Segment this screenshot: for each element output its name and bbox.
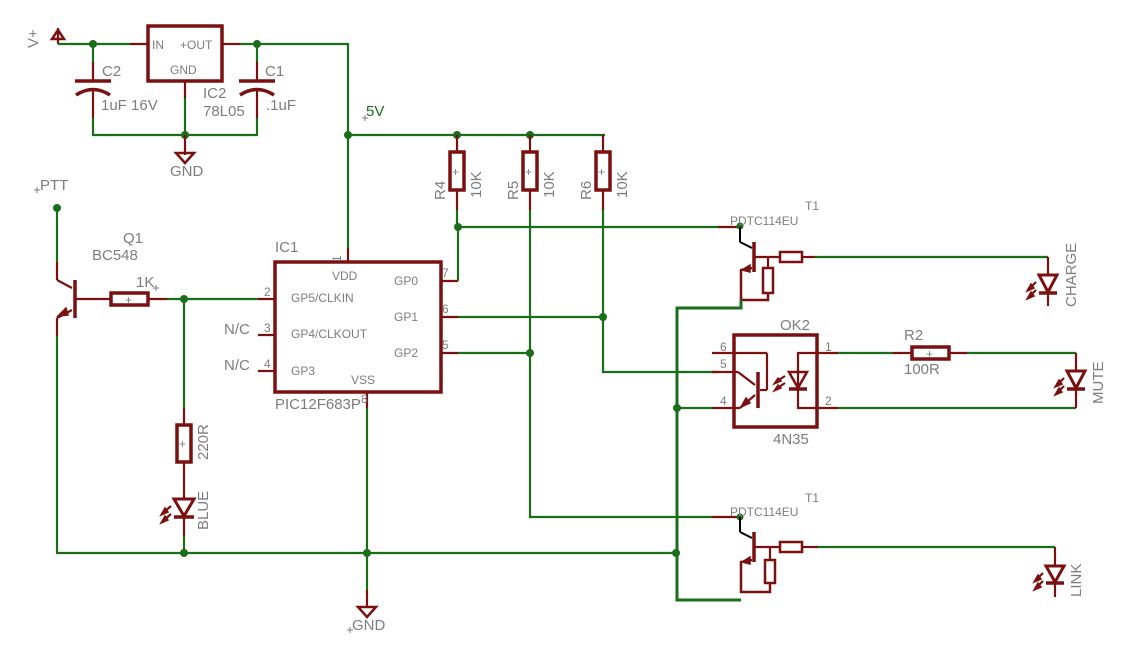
vplus-label: V+ — [25, 29, 42, 48]
ok2-name: OK2 — [780, 317, 810, 334]
ok2-value: 4N35 — [773, 431, 809, 448]
transistor-t1-charge: T1 PDTC114EU — [718, 199, 819, 302]
vplus-supply-symbol: V+ — [25, 27, 67, 48]
r-blue-value: 220R — [195, 424, 212, 460]
nc-label-pin3: N/C — [224, 321, 250, 338]
wire-5v-out — [240, 42, 350, 135]
svg-text:+: + — [179, 437, 186, 451]
ic1-pin6-label: GP1 — [394, 310, 418, 324]
r4-name: R4 — [432, 181, 449, 200]
led-blue: BLUE — [159, 491, 212, 536]
t1-top-value: PDTC114EU — [730, 214, 798, 228]
ic1-pin3-num: 3 — [264, 321, 271, 335]
ic1-pin-vss-num: 8 — [361, 392, 368, 406]
ok2-pin6: 6 — [720, 340, 727, 354]
ic1-vss: VSS — [351, 373, 375, 387]
r6-name: R6 — [578, 181, 595, 200]
ic1-name: IC1 — [275, 239, 298, 256]
ok2-pin2: 2 — [825, 394, 832, 408]
svg-text:+: + — [598, 165, 605, 179]
ok2-pin4: 4 — [720, 394, 727, 408]
reg-pin-gnd: GND — [170, 63, 197, 77]
svg-text:+: + — [125, 293, 132, 307]
r6-value: 10K — [614, 171, 631, 198]
gnd-symbol-top: GND — [170, 135, 204, 180]
t1-bottom-name: T1 — [805, 491, 819, 505]
ic1-pin-vdd-num: 1 — [330, 255, 344, 262]
c1-value: .1uF — [266, 97, 296, 114]
wire-emitter-gnd — [675, 300, 743, 602]
led-charge-label: CHARGE — [1063, 243, 1080, 307]
5v-label: 5V — [366, 103, 384, 120]
transistor-q1: Q1 BC548 — [55, 230, 143, 336]
r5-name: R5 — [505, 181, 522, 200]
q1-value: BC548 — [92, 247, 138, 264]
gnd-top-label: GND — [170, 163, 204, 180]
resistor-r5: + R5 10K — [505, 135, 558, 210]
ic1-part: PIC12F683P — [275, 396, 361, 413]
regulator-ic2: IN +OUT GND IC2 78L05 — [146, 24, 245, 120]
gnd-bottom-label: GND — [352, 617, 386, 634]
led-link: LINK — [1032, 547, 1085, 597]
ptt-label: PTT — [40, 177, 68, 194]
ic1-pin5-label: GP2 — [394, 346, 418, 360]
svg-text:+: + — [926, 347, 933, 361]
capacitor-c1: C1 .1uF — [239, 44, 296, 118]
reg-value: 78L05 — [203, 103, 245, 120]
gnd-symbol-bottom: GND — [347, 590, 386, 634]
ic1-pin3-label: GP4/CLKOUT — [291, 327, 368, 341]
transistor-t1-link: T1 PDTC114EU — [712, 491, 819, 594]
ic1-pic12f683: IC1 PIC12F683P VDD VSS 1 8 GP5/CLKIN GP4… — [258, 239, 458, 413]
r2-value: 100R — [904, 361, 940, 378]
q1-name: Q1 — [123, 230, 143, 247]
r4-value: 10K — [468, 171, 485, 198]
led-link-label: LINK — [1068, 564, 1085, 597]
ok2-pin5: 5 — [720, 357, 727, 371]
led-charge: CHARGE — [1025, 243, 1080, 307]
led-mute: MUTE — [1053, 353, 1107, 408]
r-base-value: 1K — [136, 274, 154, 291]
c1-name: C1 — [265, 63, 284, 80]
r5-value: 10K — [541, 171, 558, 198]
c2-value: 1uF 16V — [101, 97, 158, 114]
reg-name: IC2 — [203, 85, 226, 102]
ic1-pin6-num: 6 — [442, 302, 449, 316]
ic1-pin4-num: 4 — [264, 357, 271, 371]
c2-name: C2 — [102, 63, 121, 80]
ic1-pin7-label: GP0 — [394, 274, 418, 288]
r2-name: R2 — [904, 327, 923, 344]
ic1-pin4-label: GP3 — [291, 364, 315, 378]
ic1-pin5-num: 5 — [442, 338, 449, 352]
reg-pin-out: +OUT — [180, 38, 213, 52]
wire-gp0 — [456, 225, 718, 281]
led-mute-label: MUTE — [1090, 362, 1107, 405]
resistor-1k: + 1K — [109, 274, 167, 307]
ok2-pin1: 1 — [825, 340, 832, 354]
capacitor-c2: C2 1uF 16V — [75, 44, 158, 118]
resistor-220r: + 220R — [175, 408, 212, 498]
resistor-r6: + R6 10K — [578, 135, 631, 210]
led-blue-label: BLUE — [195, 491, 212, 530]
t1-top-name: T1 — [805, 199, 819, 213]
wire-gnd-caps — [91, 118, 259, 137]
svg-text:+: + — [452, 165, 459, 179]
ic1-pin7-num: 7 — [442, 266, 449, 280]
reg-pin-in: IN — [152, 38, 164, 52]
ic1-pin2-num: 2 — [264, 285, 271, 299]
wire-ground-bus — [55, 336, 676, 555]
resistor-r2: + R2 100R — [838, 327, 967, 378]
optocoupler-ok2: OK2 4N35 6 5 4 1 2 — [712, 317, 838, 448]
t1-bottom-value: PDTC114EU — [730, 505, 798, 519]
resistor-r4: + R4 10K — [432, 135, 485, 210]
svg-text:+: + — [525, 165, 532, 179]
ic1-vdd: VDD — [332, 269, 358, 283]
nc-label-pin4: N/C — [224, 357, 250, 374]
ic1-pin2-label: GP5/CLKIN — [291, 291, 354, 305]
